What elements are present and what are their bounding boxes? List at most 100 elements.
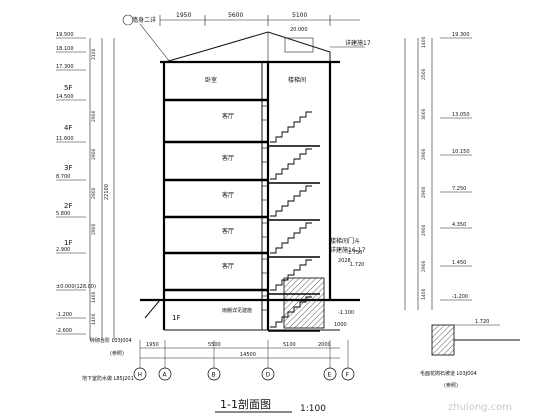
left-dimension: 1400 (91, 291, 97, 303)
window (261, 222, 269, 238)
left-elevation-label: ±0.000(128.00) (56, 284, 96, 290)
top-dim-3: 5100 (292, 12, 307, 19)
watermark-text: zhulong.com (448, 402, 512, 413)
left-elevation-column: 19.500 18.100 17.300 14.500 11.600 8.700 5.800… (56, 32, 115, 340)
roof-outline (164, 31, 331, 63)
right-dimension: 1400 (421, 288, 427, 300)
axis-label: F (346, 372, 350, 379)
right-elevation-label: -1.200 (452, 294, 468, 300)
left-dimension: 2900 (91, 223, 97, 235)
window (261, 295, 269, 311)
left-elevation-label: 11.600 (56, 136, 74, 142)
window (261, 185, 269, 201)
left-elevation-label: 14.500 (56, 94, 74, 100)
drawing-scale: 1:100 (300, 404, 326, 414)
stair-flight (270, 222, 312, 254)
window (261, 258, 269, 274)
top-dim-1: 1950 (176, 12, 191, 19)
left-dimension: 2900 (91, 110, 97, 122)
room-label-2: 客厅 (222, 227, 234, 235)
right-dimension: 2900 (421, 148, 427, 160)
total-height-dimension: 22100 (104, 184, 110, 200)
left-elevation-label: 8.700 (56, 174, 70, 180)
left-dimension: 1400 (91, 313, 97, 325)
note-bottom-right-2: (参照) (444, 382, 458, 389)
axis-label: B (212, 372, 216, 379)
drawing-title: 1-1剖面图 (220, 397, 271, 411)
right-elevation-label: 4.350 (452, 222, 466, 228)
section-mark: 1F (172, 314, 180, 322)
right-elevation-label: 1.450 (452, 260, 466, 266)
detail-callout-circle (122, 14, 134, 26)
room-label-1: 客厅 (222, 262, 234, 270)
room-labels: 卧室 楼梯间 客厅 客厅 客厅 客厅 客厅 (205, 76, 306, 270)
floor-label: 5F (64, 84, 72, 92)
left-elevation-label: 2.900 (56, 247, 70, 253)
right-dimension: 2900 (421, 186, 427, 198)
right-dimension: 2900 (421, 260, 427, 272)
stair-label: 楼梯间 (288, 76, 306, 84)
note-bottom-1: 砖砌台阶 L03J004 (90, 337, 132, 344)
top-dim-2: 5600 (228, 12, 243, 19)
stair-flight (270, 148, 312, 180)
left-elevation-label: -2.600 (56, 328, 72, 334)
right-elevation-label: 19.300 (452, 32, 470, 38)
axis-label: E (328, 372, 332, 379)
right-dimension: 2900 (421, 224, 427, 236)
basement-hatch (283, 277, 325, 329)
window (261, 105, 269, 121)
bottom-dim-2: 5500 (208, 342, 221, 348)
left-dimension: 2900 (91, 148, 97, 160)
left-elevation-label: -1.200 (56, 312, 72, 318)
bottom-dim-3: 5100 (283, 342, 296, 348)
right-elevation-label: 13.050 (452, 112, 470, 118)
note-entry: 楼梯间门斗 (330, 237, 360, 245)
note-entry-ref: 详建施16-17 (330, 246, 366, 254)
mid-dim-3: 1000 (334, 322, 347, 328)
bottom-dim-4: 2000 (318, 342, 331, 348)
window (261, 147, 269, 163)
note-ground: 雨棚详见建施 (222, 307, 252, 314)
right-elevation-label: 7.250 (452, 186, 466, 192)
left-elevation-label: 5.800 (56, 211, 70, 217)
note-bottom-right-1: 毛面花岗石坡道 L03J004 (420, 370, 477, 377)
floor-label: 1F (64, 239, 72, 247)
total-width: 14500 (240, 352, 256, 358)
left-elevation-label: 17.300 (56, 64, 74, 70)
right-elevation-column: 19.30013.05010.1507.2504.3501.450-1.2001… (404, 32, 472, 310)
note-bottom-2: (参照) (110, 350, 124, 357)
room-label-top: 卧室 (205, 76, 217, 84)
floor-label: 3F (64, 164, 72, 172)
axis-label: D (266, 372, 271, 379)
floor-label: 2F (64, 202, 72, 210)
entry-steps (144, 299, 164, 319)
left-elevation-label: 18.100 (56, 46, 74, 52)
room-label-3: 客厅 (222, 191, 234, 199)
mid-elev-1: 2.750 (348, 250, 362, 256)
bottom-dim-1: 1950 (146, 342, 159, 348)
note-wall-detail: 墙身二详 (132, 16, 156, 24)
right-dimension: 3000 (421, 108, 427, 120)
note-bottom-3: 地下室防水做 L85J201 (82, 375, 134, 382)
left-dimension: 2100 (91, 48, 97, 60)
axis-label: H (138, 372, 143, 379)
mid-elev-2: 1.720 (350, 262, 364, 268)
mid-elev-3: -1.100 (338, 310, 354, 316)
ridge-elevation: 20.000 (290, 27, 308, 33)
stair-flight (270, 259, 312, 291)
room-label-5: 客厅 (222, 112, 234, 120)
stair-flight (270, 111, 312, 143)
note-roof-detail: 详建施17 (345, 39, 371, 47)
right-dimension: 2500 (421, 68, 427, 80)
left-dimension: 2900 (91, 187, 97, 199)
right-dimension: 1400 (421, 36, 427, 48)
floor-label: 4F (64, 124, 72, 132)
left-elevation-label: 19.500 (56, 32, 74, 38)
drawing-title-block: 1-1剖面图 1:100 (215, 397, 326, 414)
parapet (284, 37, 314, 53)
building-section (140, 31, 360, 332)
room-label-4: 客厅 (222, 154, 234, 162)
